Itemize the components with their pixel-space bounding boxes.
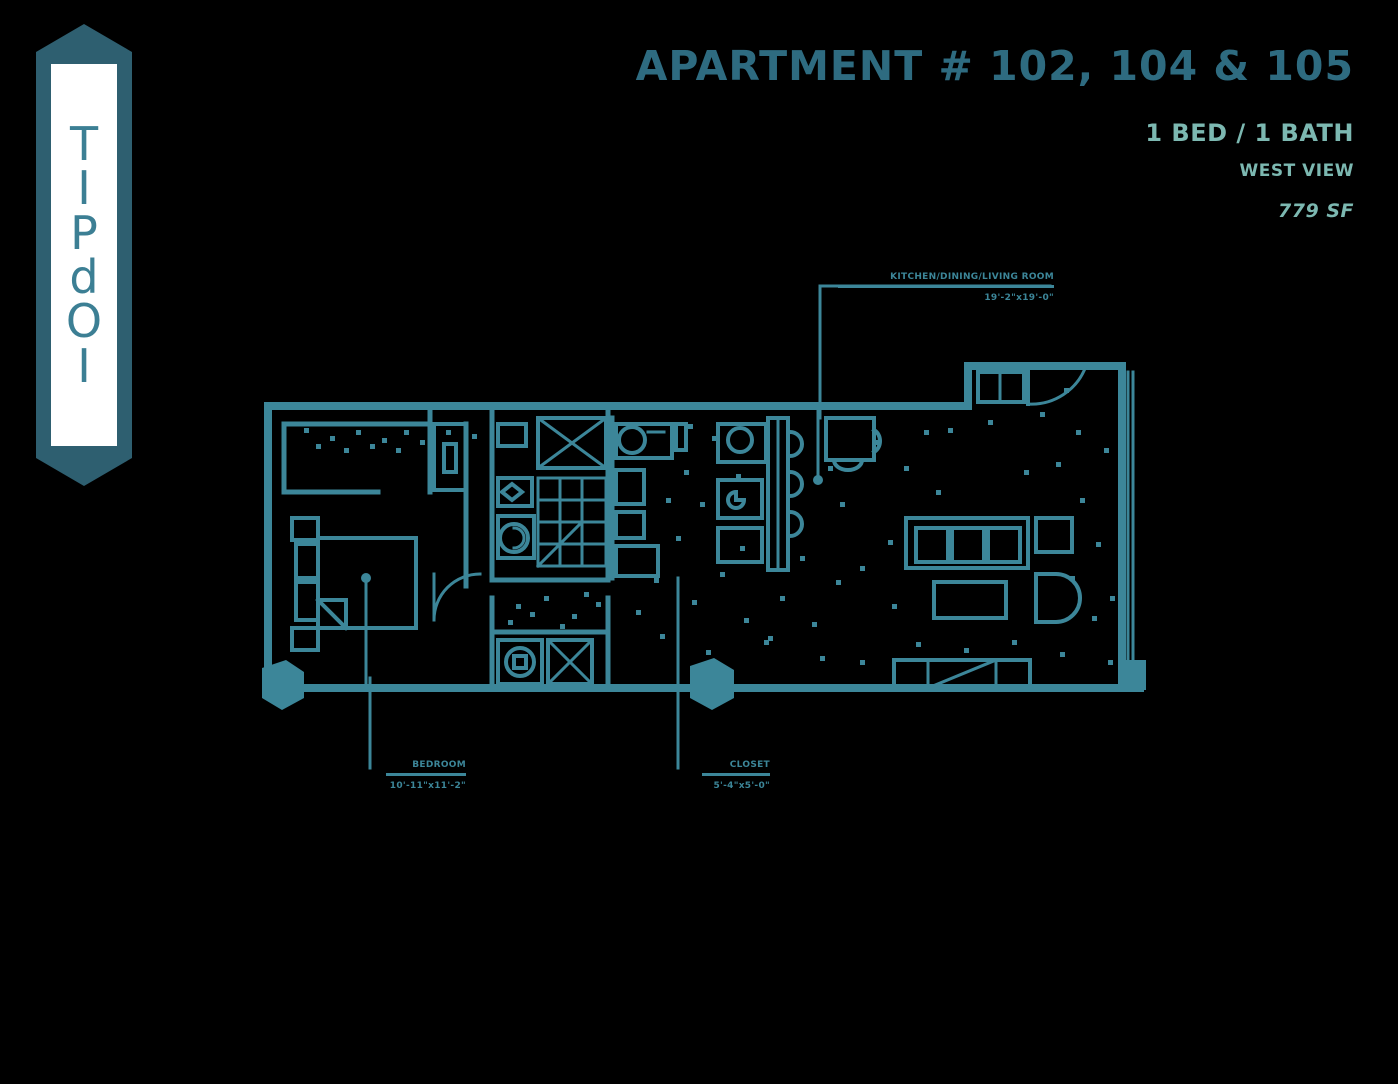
- living-room-area: [892, 516, 1082, 690]
- bedroom-area: [281, 421, 433, 690]
- console-diagonal: [926, 658, 998, 690]
- callout-bedroom-dimensions: 10'-11"x11'-2": [389, 781, 466, 792]
- base-cabinet-a: [614, 468, 646, 506]
- sink-bowl: [498, 481, 526, 503]
- toilet-bowl: [498, 522, 530, 554]
- entry-door-swing: [1026, 364, 1088, 406]
- pillow-right: [294, 580, 320, 622]
- base-cabinet-c: [614, 544, 660, 578]
- structural-columns: [262, 658, 1146, 710]
- bar-stool-1: [787, 429, 804, 459]
- pendant-light: [813, 475, 823, 485]
- sofa-cushion-1: [914, 526, 950, 564]
- pantry-door: [674, 422, 688, 452]
- vanity-counter: [496, 422, 528, 448]
- bed-blanket-fold: [315, 597, 349, 631]
- logo-frame-shape: [36, 24, 132, 486]
- callout-closet-dimensions: 5'-4"x5'-0": [713, 781, 770, 792]
- closet-door-swing: [432, 572, 482, 622]
- callout-kitchen-dining-living: KITCHEN/DINING/LIVING ROOM 19'-2"x19'-0": [838, 272, 1054, 305]
- callout-closet-room-name: CLOSET: [729, 760, 770, 770]
- cooktop-burner-small: [726, 489, 747, 510]
- sofa-cushion-2: [950, 526, 986, 564]
- oven: [716, 478, 764, 520]
- kitchen-sink-counter: [614, 422, 674, 460]
- bathroom-tile-grid: [535, 476, 608, 569]
- structural-column-left: [262, 660, 304, 710]
- callout-living-room-name: KITCHEN/DINING/LIVING ROOM: [890, 272, 1054, 282]
- floor-texture: [304, 388, 1115, 665]
- leader-living: [818, 284, 1052, 420]
- bar-stool-2: [787, 469, 804, 499]
- wall-top-right-step: [826, 362, 1126, 410]
- cooktop-burner-large: [726, 426, 754, 454]
- bathroom-area: [489, 409, 611, 583]
- dryer-x-2: [545, 637, 595, 687]
- callout-bedroom: BEDROOM 10'-11"x11'-2": [386, 760, 466, 793]
- side-table: [1034, 516, 1074, 554]
- washer: [496, 638, 544, 686]
- closet-laundry-area: [489, 595, 611, 689]
- callout-closet: CLOSET 5'-4"x5'-0": [702, 760, 770, 793]
- nightstand-bottom: [290, 626, 320, 652]
- sofa-cushion-3: [986, 526, 1022, 564]
- window-wall: [1126, 370, 1135, 682]
- coffee-table: [932, 580, 1008, 620]
- toilet-tank: [496, 514, 536, 560]
- callout-living-rule: [838, 285, 1054, 289]
- callout-living-dimensions: 19'-2"x19'-0": [984, 293, 1054, 304]
- wardrobe-closet: [427, 403, 482, 622]
- nightstand-top: [290, 516, 320, 542]
- callout-bedroom-room-name: BEDROOM: [412, 760, 466, 770]
- refrigerator: [716, 526, 764, 564]
- sofa-frame: [904, 516, 1030, 570]
- square-footage-label: 779 SF: [1278, 200, 1354, 222]
- armchair: [1034, 572, 1082, 624]
- dryer: [546, 638, 594, 686]
- base-cabinet-b: [614, 510, 646, 540]
- page-title: APARTMENT # 102, 104 & 105: [635, 42, 1354, 90]
- callout-closet-rule: [702, 773, 770, 777]
- structural-column-center: [690, 658, 734, 710]
- toilet-seat: [512, 526, 526, 550]
- shower-x-2: [535, 415, 609, 471]
- washer-door: [512, 654, 528, 670]
- view-label: WEST VIEW: [1239, 161, 1354, 181]
- kitchen-sink-basin: [617, 425, 647, 455]
- bed-folded-blanket: [316, 598, 348, 630]
- wardrobe-hang-rod: [442, 442, 458, 474]
- logo-inner-panel: [51, 64, 117, 446]
- bar-stool-3: [787, 509, 804, 539]
- pillow-left: [294, 542, 320, 580]
- plan-header: APARTMENT # 102, 104 & 105 1 BED / 1 BAT…: [636, 46, 1354, 221]
- beds-baths-label: 1 BED / 1 BATH: [1145, 119, 1354, 147]
- vanity-basin: [496, 476, 534, 508]
- bedroom-lamp: [361, 573, 371, 583]
- dining-chair-front: [831, 457, 865, 472]
- entry-area: [976, 364, 1088, 406]
- dining-area: [813, 404, 882, 485]
- structural-column-right: [1122, 660, 1146, 690]
- dining-table: [824, 416, 876, 462]
- callout-bedroom-rule: [386, 773, 466, 777]
- shower-pan: [536, 416, 608, 470]
- washer-drum: [504, 646, 536, 678]
- kitchen-area: [609, 415, 804, 581]
- media-console: [892, 658, 1032, 690]
